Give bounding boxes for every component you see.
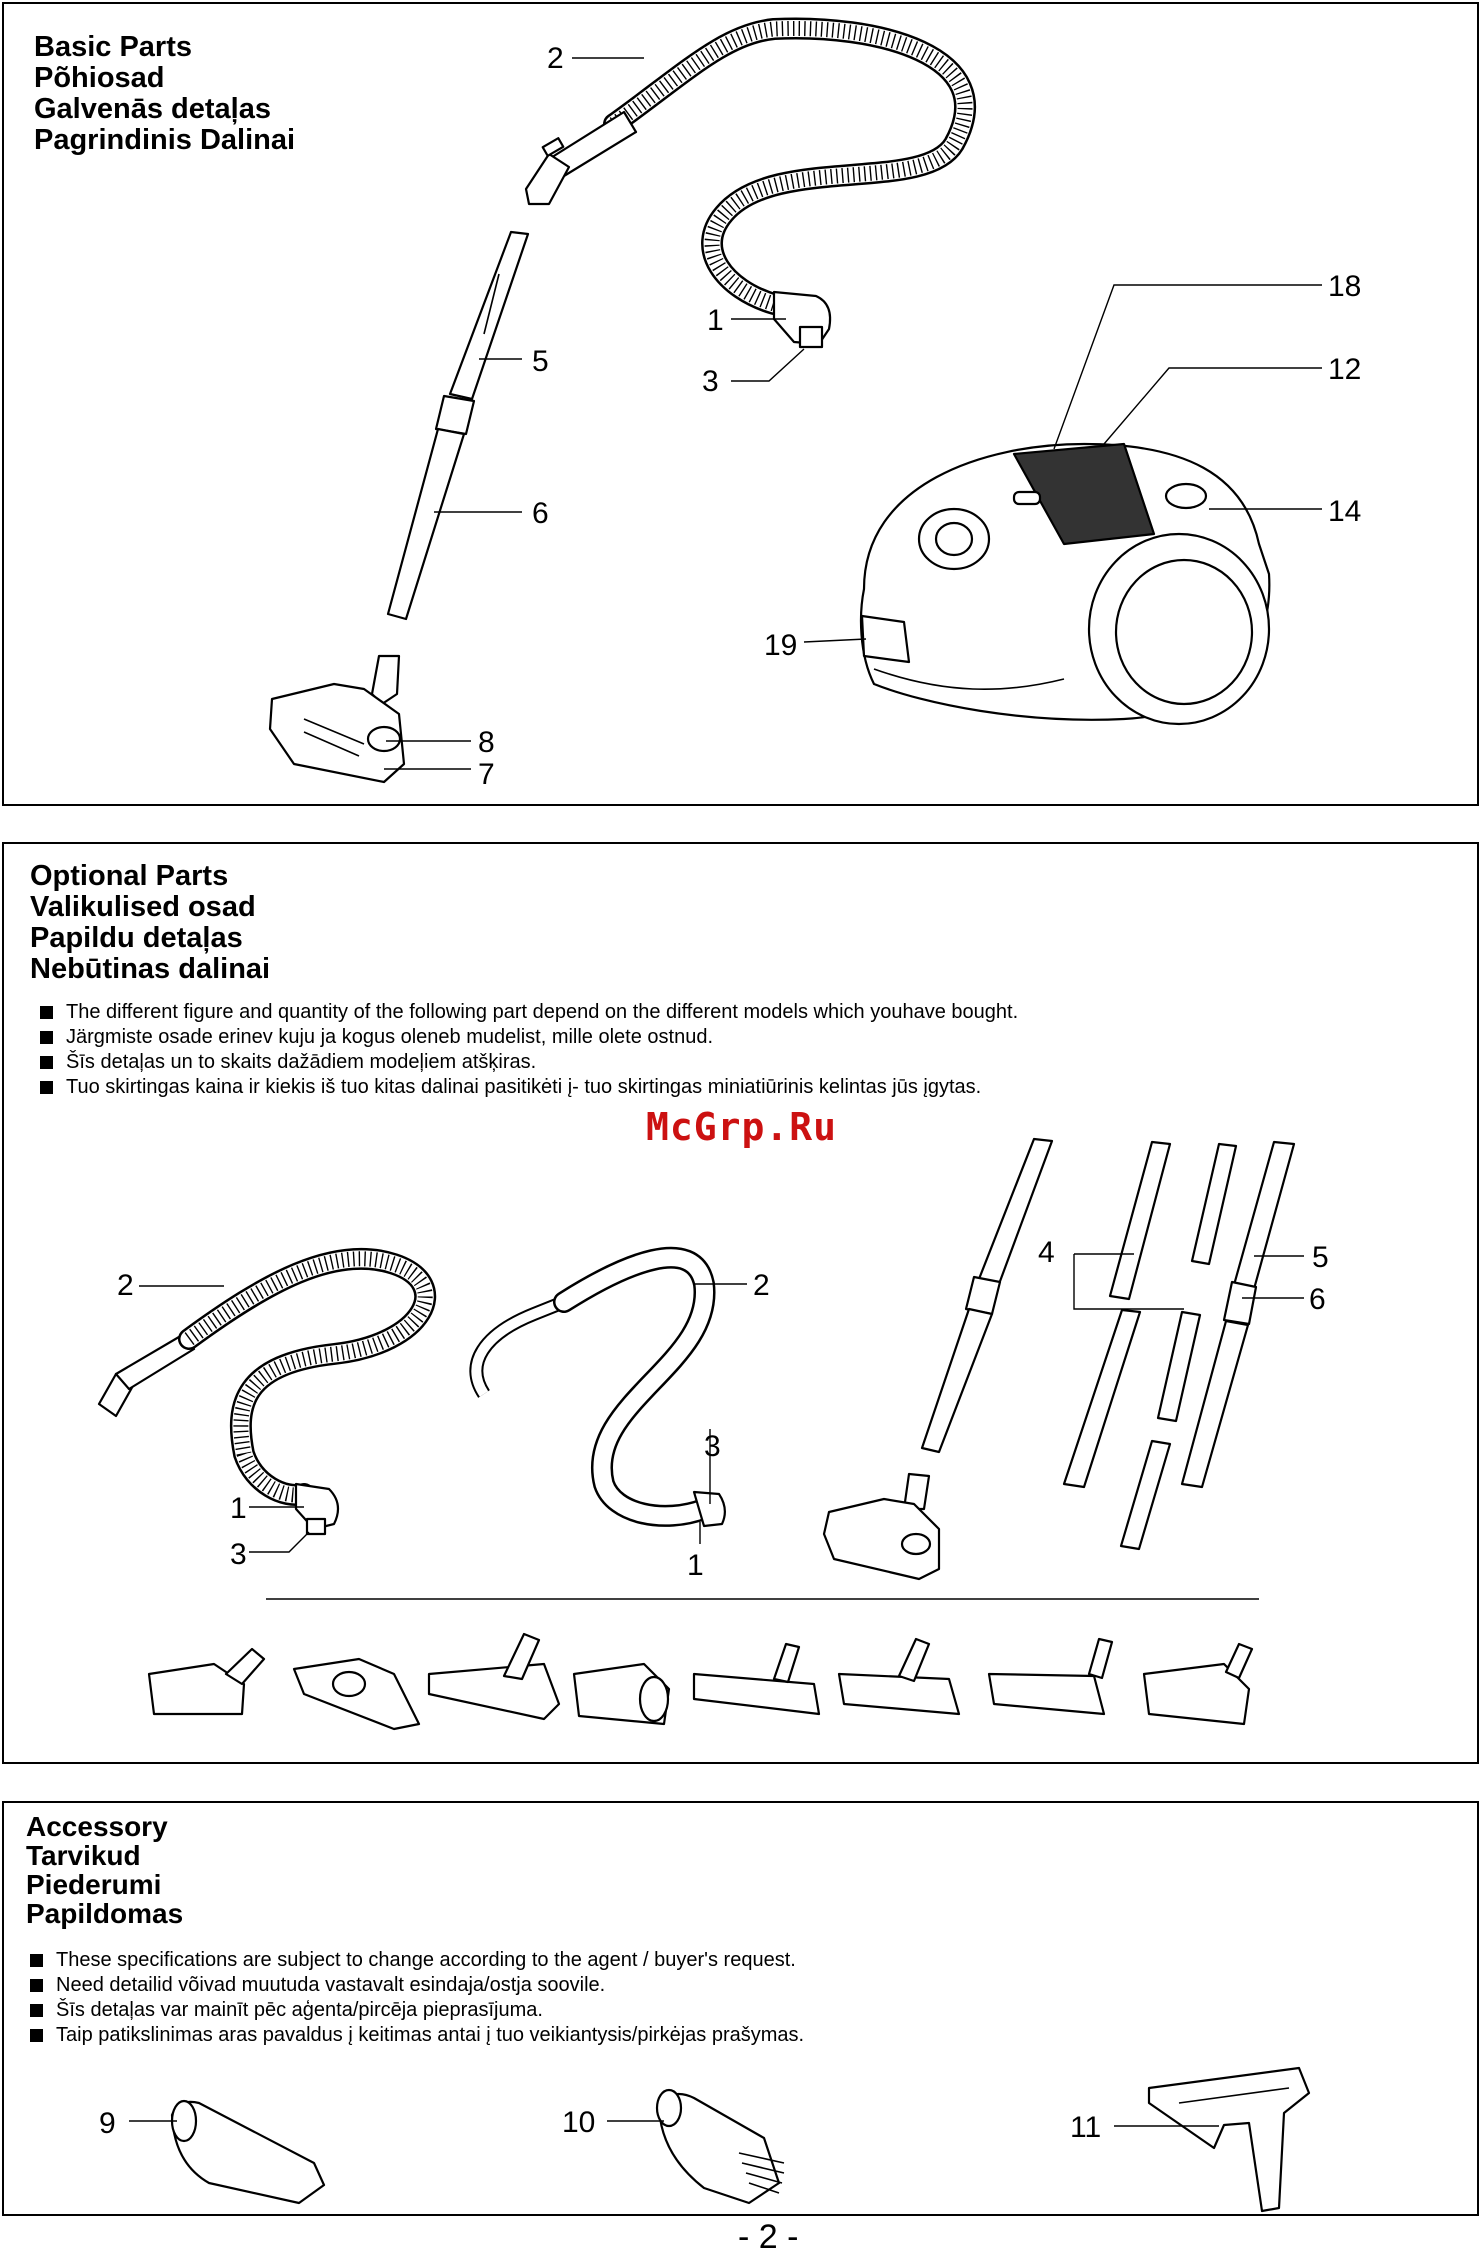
accessory-note-et: Need detailid võivad muutuda vastavalt e… (26, 1973, 804, 1998)
basic-parts-section: Basic Parts Põhiosad Galvenās detaļas Pa… (2, 2, 1479, 806)
basic-title-et: Põhiosad (34, 62, 165, 94)
accessory-note-en: These specifications are subject to chan… (26, 1948, 804, 1973)
floor-nozzle-drawing (268, 654, 406, 784)
optional-note-en: The different figure and quantity of the… (36, 1000, 1018, 1025)
page-number: - 2 - (738, 2218, 799, 2256)
telescopic-tube-drawing (386, 230, 530, 621)
optional-note-lt: Tuo skirtingas kaina ir kiekis iš tuo ki… (36, 1075, 1018, 1100)
accessory-notes: These specifications are subject to chan… (26, 1948, 804, 2048)
hose-drawing (524, 17, 977, 349)
nozzle-row-drawing (147, 1632, 1254, 1731)
crevice-tool-drawing (170, 2099, 326, 2205)
optional-callout-2a: 2 (117, 1269, 134, 1302)
bullet-square-icon (40, 1056, 53, 1069)
bullet-square-icon (40, 1031, 53, 1044)
callout-5: 5 (532, 345, 549, 378)
accessory-section: Accessory Tarvikud Piederumi Papildomas … (2, 1801, 1479, 2216)
optional-parts-section: Optional Parts Valikulised osad Papildu … (2, 842, 1479, 1764)
accessory-title-en: Accessory (26, 1811, 168, 1842)
bullet-square-icon (40, 1006, 53, 1019)
tube-with-nozzle-drawing (822, 1137, 1054, 1581)
callout-12: 12 (1328, 353, 1361, 386)
vacuum-body-drawing (859, 442, 1271, 726)
basic-title-lv: Galvenās detaļas (34, 93, 271, 125)
optional-note-et: Järgmiste osade erinev kuju ja kogus ole… (36, 1025, 1018, 1050)
hose-variant-a-drawing (97, 1247, 437, 1536)
optional-callout-3b: 3 (704, 1430, 721, 1463)
optional-callout-2b: 2 (753, 1269, 770, 1302)
optional-title-lv: Papildu detaļas (30, 922, 243, 954)
upholstery-tool-drawing (1147, 2066, 1311, 2213)
accessory-title-et: Tarvikud (26, 1840, 141, 1871)
bullet-square-icon (30, 1979, 43, 1992)
optional-notes: The different figure and quantity of the… (36, 1000, 1018, 1100)
callout-8: 8 (478, 726, 495, 759)
accessory-illustration: 9 10 11 (99, 2066, 1311, 2213)
optional-note-lv: Šīs detaļas un to skaits dažādiem modeļi… (36, 1050, 1018, 1075)
accessory-callout-10: 10 (562, 2106, 595, 2139)
optional-title-et: Valikulised osad (30, 891, 256, 923)
accessory-title-lt: Papildomas (26, 1898, 184, 1929)
optional-title-en: Optional Parts (30, 860, 229, 892)
accessory-titles: Accessory Tarvikud Piederumi Papildomas (26, 1812, 183, 1928)
bullet-square-icon (30, 2004, 43, 2017)
basic-title-en: Basic Parts (34, 31, 192, 63)
bullet-square-icon (30, 1954, 43, 1967)
accessory-callout-11: 11 (1070, 2111, 1101, 2144)
bullet-square-icon (40, 1081, 53, 1094)
hose-variant-b-drawing (469, 1246, 726, 1528)
extension-tubes-drawing (1062, 1140, 1296, 1551)
accessory-note-lt: Taip patikslinimas aras pavaldus į keiti… (26, 2023, 804, 2048)
optional-callout-5: 5 (1312, 1241, 1329, 1274)
optional-callout-1b: 1 (687, 1549, 704, 1582)
callout-18: 18 (1328, 270, 1361, 303)
basic-title-lt: Pagrindinis Dalinai (34, 124, 296, 156)
optional-callout-3a: 3 (230, 1538, 247, 1571)
optional-callout-6: 6 (1309, 1283, 1326, 1316)
optional-callout-1a: 1 (230, 1492, 247, 1525)
callout-14: 14 (1328, 495, 1361, 528)
callout-6: 6 (532, 497, 549, 530)
bullet-square-icon (30, 2029, 43, 2042)
optional-parts-illustration: 2 1 3 2 3 1 4 5 6 (97, 1137, 1329, 1731)
callout-1: 1 (707, 304, 724, 337)
optional-callout-4: 4 (1038, 1236, 1055, 1269)
callout-2: 2 (547, 42, 564, 75)
optional-title-lt: Nebūtinas dalinai (30, 953, 271, 985)
callout-19: 19 (764, 629, 797, 662)
callout-7: 7 (478, 758, 495, 791)
callout-3: 3 (702, 365, 719, 398)
accessory-title-lv: Piederumi (26, 1869, 162, 1900)
basic-parts-illustration: 2 1 3 5 6 8 7 18 12 14 19 (268, 17, 1361, 791)
basic-parts-titles: Basic Parts Põhiosad Galvenās detaļas Pa… (34, 32, 295, 156)
accessory-callout-9: 9 (99, 2107, 116, 2140)
watermark: McGrp.Ru (646, 1105, 838, 1149)
accessory-note-lv: Šīs detaļas var mainīt pēc aģenta/pircēj… (26, 1998, 804, 2023)
dusting-brush-drawing (655, 2088, 785, 2205)
optional-parts-titles: Optional Parts Valikulised osad Papildu … (30, 861, 270, 985)
